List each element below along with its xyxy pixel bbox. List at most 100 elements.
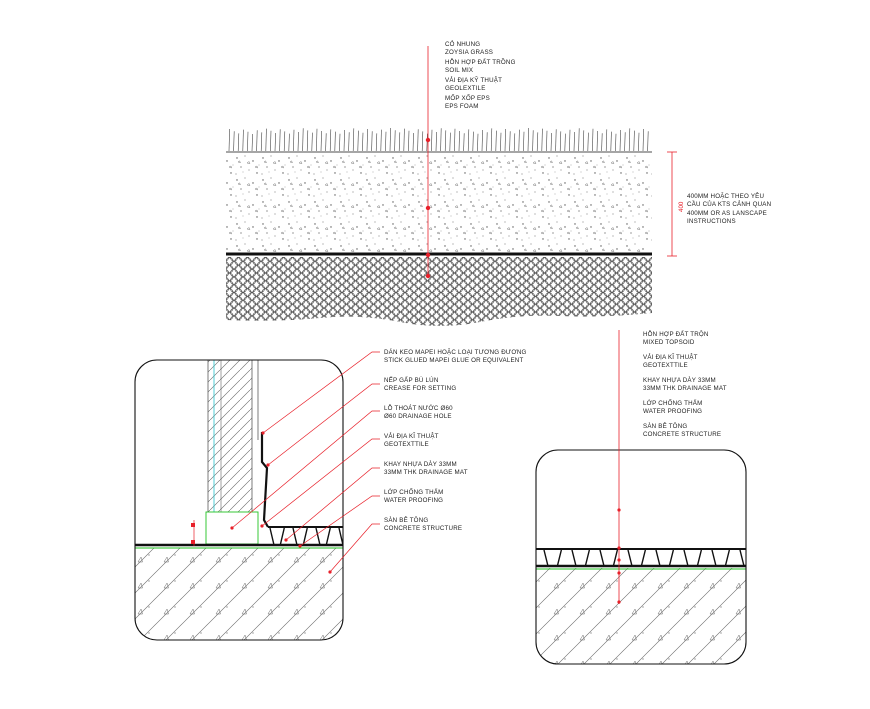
grass-blade [352,128,355,152]
grass-blade [431,129,433,152]
grass-blade [320,130,322,152]
grass-blade [311,132,313,152]
grass-blade [394,130,396,152]
grass-blade [559,131,562,152]
grass-blade [569,129,571,152]
drainage-cell [739,549,746,567]
right-label-topsoil-en: MIXED TOPSOID [643,339,695,346]
grass-blade [500,132,502,152]
grass-blade [362,132,364,152]
drainage-cell [683,549,703,567]
grass-blade [440,128,442,152]
right-label-geotextile-en: GEOTEXTTILE [643,362,688,369]
label-soilmix-vi: HỖN HỢP ĐẤT TRỒNG [445,59,516,66]
right-label-waterproof-en: WATER PROOFING [643,408,702,415]
eps-foam-layer [226,257,652,326]
left-label-concrete-en: CONCRETE STRUCTURE [384,525,462,532]
grass-blade [357,130,359,152]
right-label-concrete-en: CONCRETE STRUCTURE [643,431,721,438]
grass-blade [421,131,424,152]
grass-blade [302,128,304,152]
grass-blade [481,129,483,152]
left-label-mat-en: 33MM THK DRAINAGE MAT [384,469,468,476]
right-label-concrete-vi: SÀN BÊ TÔNG [643,422,687,430]
left-label-glue-vi: DÁN KEO MAPEI HOẶC LOẠI TƯƠNG ĐƯƠNG [384,349,527,356]
left-label-geotextile-en: GEOTEXTTILE [384,441,429,448]
grass-blade [426,133,428,152]
grass-blade [509,131,511,152]
grass-blade [288,133,290,152]
grass-blade [380,129,382,152]
label-geotextile-en: GEOLEXTILE [445,85,486,92]
grass-blade [237,133,240,152]
grass-blade [536,132,539,152]
right-label-mat-en: 33MM THK DRAINAGE MAT [643,385,727,392]
grass-blade [325,133,327,152]
grass-blade [316,128,318,152]
grass-blade [366,128,368,152]
grass-blade [283,131,286,152]
grass-blade [385,131,387,152]
grass-blade [647,131,649,152]
left-label-hole-en: Ø60 DRAINAGE HOLE [384,413,452,420]
grass-blade [605,129,608,152]
grass-blade [371,131,373,152]
grass-blade [550,132,552,152]
label-soilmix-en: SOIL MIX [445,67,473,74]
grass-blade [601,133,603,152]
right-label-topsoil-vi: HỖN HỢP ĐẤT TRỘN [643,331,709,338]
grass-blade [463,133,465,152]
left-label-geotextile-vi: VẢI ĐỊA KĨ THUẬT [384,433,439,440]
grass-blade [412,132,414,152]
grass-blade [619,129,621,152]
grass-blade [638,132,640,152]
grass-blade [279,129,281,152]
grass-blade [306,130,309,152]
grass-blade [610,131,612,152]
grass-blade [444,130,447,152]
dimension-note-vi-2: CẦU CỦA KTS CẢNH QUAN [687,201,771,208]
grass-blade [596,130,598,152]
grass-blade [564,133,566,152]
grass-blade [555,129,557,152]
dimension-note-vi-1: 400MM HOẶC THEO YÊU [687,192,764,200]
grass-blade [513,133,516,152]
label-eps-en: EPS FOAM [445,103,479,110]
grass-blade [624,132,626,152]
label-zoysia-vi: CỎ NHUNG [445,41,480,48]
grass-blade [490,128,493,152]
grass-blade [504,128,506,152]
left-label-hole-vi: LỖ THOÁT NƯỚC Ø60 [384,405,453,412]
dimension-note-en-1: 400MM OR AS LANSCAPE [687,210,767,217]
grass-blade [297,131,299,152]
right-label-geotextile-vi: VẢI ĐỊA KĨ THUẬT [643,354,698,361]
grass-blade [233,131,235,152]
grass-blade [247,131,249,152]
left-label-glue-en: STICK GLUED MAPEI GLUE OR EQUIVALENT [384,357,523,364]
left-section: DÁN KEO MAPEI HOẶC LOẠI TƯƠNG ĐƯƠNG STIC… [134,349,527,641]
grass-blade [417,129,419,152]
grass-blade [260,132,263,152]
grass-blade [518,129,520,152]
grass-blade [375,133,378,152]
drainage-cell [338,527,343,546]
grass-blade [467,129,470,152]
grass-blade [398,132,401,152]
grass-blade [628,128,631,152]
grass-layer [228,127,649,152]
grass-blade [527,127,529,152]
grass-blade [532,130,534,152]
left-label-crease-en: CREASE FOR SETTING [384,385,456,392]
grass-blade [477,133,479,152]
grass-blade [642,128,644,152]
grass-blade [251,133,253,152]
grass-blade [633,130,635,152]
grass-blade [449,132,451,152]
grass-blade [265,128,267,152]
grass-blade [582,130,585,152]
grass-blade [486,132,488,152]
grass-blade [408,130,410,152]
grass-blade [587,132,589,152]
grass-blade [573,131,575,152]
right-label-mat-vi: KHAY NHỰA DÀY 33MM [643,377,716,384]
